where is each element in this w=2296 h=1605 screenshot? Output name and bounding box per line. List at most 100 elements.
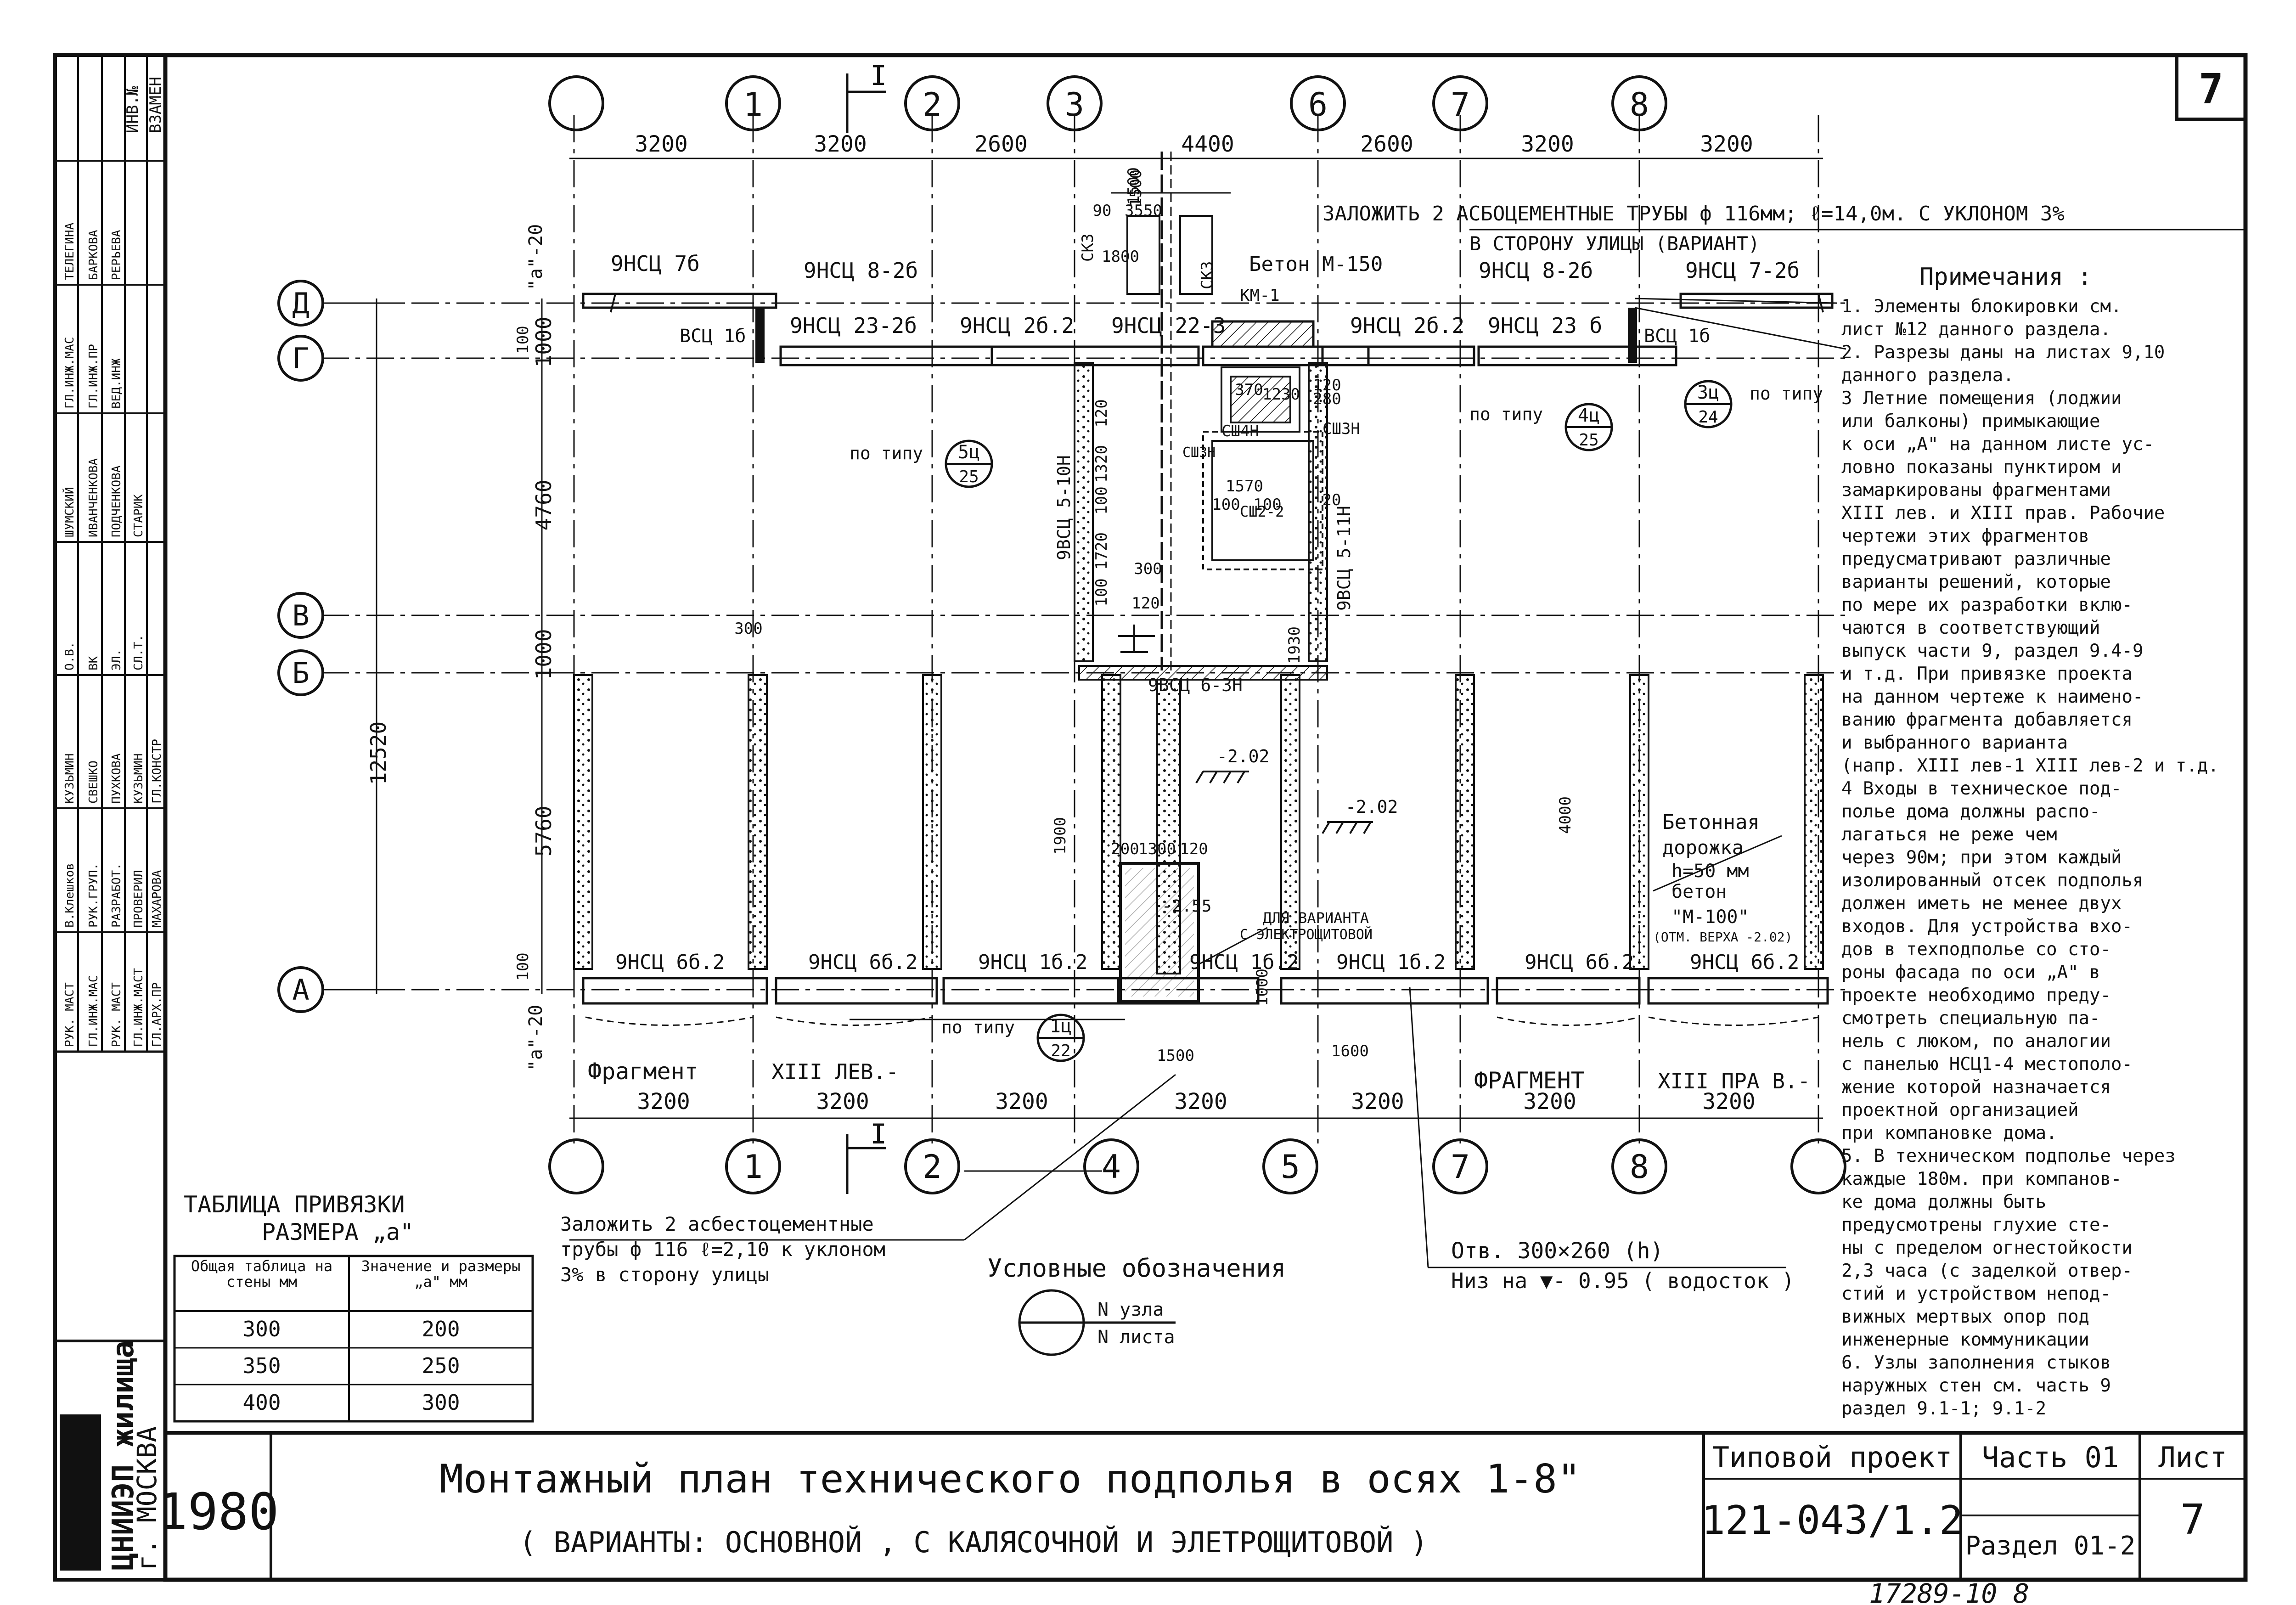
dimension-misc: 1930	[1285, 626, 1304, 664]
stamp-entry: СВЕШКО	[87, 760, 101, 804]
dimension-a20-top: "a"-20	[525, 224, 546, 291]
note-line: ванию фрагмента добавляется	[1841, 710, 2133, 730]
note-line: ны с пределом огнестойкости	[1841, 1238, 2133, 1258]
dimension-misc: 300	[1134, 560, 1162, 578]
dimension-misc: 120	[1131, 594, 1159, 613]
offset-table: ТАБЛИЦА ПРИВЯЗКИ РАЗМЕРА „а" Общая табли…	[173, 1191, 534, 1423]
concrete-note: Бетон М-150	[1249, 253, 1383, 276]
axis-label-bottom: 5	[1281, 1148, 1300, 1186]
variant-note: ДЛЯ ВАРИАНТА	[1263, 909, 1369, 927]
dimension-misc: 1000	[1253, 969, 1272, 1006]
note-line: 2,3 часа (с заделкой отвер-	[1841, 1261, 2133, 1281]
panel-label-small: СКЗ	[1079, 234, 1097, 262]
note-line: лагаться не реже чем	[1841, 824, 2057, 845]
panel-label-bottom: 9НСЦ 6б.2	[615, 951, 725, 974]
section-label: Раздел 01-2	[1965, 1531, 2136, 1561]
axis-bubble-top	[1290, 75, 1346, 131]
notes-title: Примечания :	[1919, 263, 2092, 291]
axis-bubble-left	[277, 649, 324, 696]
panel-label-top: 9НСЦ 8-2б	[1479, 258, 1593, 283]
sheet-year: 1980	[158, 1482, 279, 1541]
core-label: 9ВСЦ 6-3Н	[1148, 675, 1243, 695]
dimension-misc: 1800	[1102, 248, 1139, 266]
axis-bubble-top	[548, 75, 604, 131]
note-line: 3 Летние помещения (лоджии	[1841, 388, 2122, 409]
core-label: СШЗН	[1322, 420, 1360, 438]
pipes-note-bottom: Заложить 2 асбестоцементные	[560, 1213, 874, 1235]
dimension-top: 2600	[1360, 131, 1413, 157]
hole-note: Отв. 300×260 (h)	[1451, 1238, 1663, 1264]
stamp-entry: БАРКОВА	[87, 230, 101, 280]
project-number: 121-043/1.2	[1701, 1498, 1963, 1543]
interior-piers	[573, 362, 1824, 970]
note-line: на данном чертеже к наимено-	[1841, 687, 2143, 707]
note-line: XIII лев. и XIII прав. Рабочие	[1841, 503, 2165, 524]
axis-bubble-bottom	[1432, 1138, 1488, 1194]
note-line: предусматривают различные	[1841, 549, 2111, 569]
panel-label-small: ВСЦ 1б	[680, 326, 746, 347]
dimension-misc: 100	[514, 326, 532, 354]
axis-bubble-left	[277, 280, 324, 327]
dimension-misc: 1500	[1127, 169, 1145, 207]
table-cell-a: 200	[422, 1317, 460, 1341]
by-type-label: по типу	[1750, 383, 1823, 404]
note-line: к оси „А" на данном листе ус-	[1841, 434, 2154, 455]
fragment-right: ФРАГМЕНТ	[1474, 1067, 1585, 1094]
dimension-misc: 120	[1092, 399, 1111, 427]
sheet-value: 7	[2180, 1496, 2205, 1544]
table-cell-a: 250	[422, 1353, 460, 1378]
note-line: варианты решений, которые	[1841, 572, 2111, 592]
dimension-misc: 1900	[1051, 817, 1069, 855]
fragment-right-tag: XIII ПРА В.-	[1658, 1069, 1810, 1093]
fragment-left-tag: XIII ЛЕВ.-	[771, 1059, 899, 1084]
stamp-entry: ТЕЛЕГИНА	[63, 222, 77, 280]
note-line: и выбранного варианта	[1841, 732, 2068, 753]
node-sheet: 25	[1579, 431, 1598, 450]
path-note: (ОТМ. ВЕРХА -2.02)	[1653, 929, 1792, 945]
stamp-entry: КУЗЬМИН	[63, 753, 77, 804]
note-line: проектной организацией	[1841, 1100, 2079, 1121]
stamp-entry: СЛ.Т.	[132, 635, 146, 670]
stamp-entry: РЕРЬЕВА	[110, 230, 124, 280]
dimension-misc: 100	[514, 952, 532, 980]
panel-label-small: СКЗ	[1198, 261, 1216, 289]
legend-bottom: N листа	[1097, 1327, 1175, 1348]
stamp-entry: ШУМСКИЙ	[62, 487, 77, 537]
stamp-entry: РУК.ГРУП.	[87, 863, 101, 928]
archive-number: 17289-10 8	[1869, 1578, 2029, 1605]
dimension-misc: 1320	[1092, 445, 1111, 483]
note-line: наружных стен см. часть 9	[1841, 1375, 2111, 1396]
pipes-note-bottom: трубы ф 116 ℓ=2,10 к уклоном	[560, 1238, 885, 1261]
dimension-bottom: 3200	[637, 1089, 690, 1115]
note-line: 2. Разрезы даны на листах 9,10	[1841, 342, 2165, 363]
stamp-entry: ВК	[87, 656, 101, 670]
core-label: СШЗН	[1182, 445, 1216, 461]
pipes-note-top: ЗАЛОЖИТЬ 2 АСБОЦЕМЕНТНЫЕ ТРУБЫ ф 116мм; …	[1322, 202, 2065, 225]
note-line: должен иметь не менее двух	[1841, 893, 2122, 914]
note-line: входов. Для устройства вхо-	[1841, 916, 2133, 937]
table-cell-wall: 400	[242, 1390, 281, 1415]
note-line: по мере их разработки вклю-	[1841, 595, 2133, 615]
dimension-misc: 90	[1093, 202, 1112, 220]
by-type-label: по типу	[850, 443, 923, 463]
note-line: дов в техподполье со сто-	[1841, 939, 2111, 960]
path-note: h=50 мм	[1671, 861, 1749, 882]
dimension-misc: 1720	[1092, 532, 1111, 570]
pipes-note-top-2: В СТОРОНУ УЛИЦЫ (ВАРИАНТ)	[1469, 232, 1760, 255]
note-line: чаются в соответствующий	[1841, 618, 2100, 638]
axis-bubble-left	[277, 592, 324, 639]
stamp-entry: ПУХКОВА	[110, 753, 124, 804]
legend: Условные обозначения N узла N листа	[987, 1254, 1286, 1356]
stamp-entry: ВЕД.ИНЖ	[110, 358, 124, 409]
note-line: чертежи этих фрагментов	[1841, 526, 2089, 546]
panel-label-bottom: 9НСЦ 6б.2	[1525, 951, 1634, 974]
dimension-bottom: 3200	[1702, 1089, 1756, 1115]
panel-label-top: 9НСЦ 8-2б	[804, 258, 918, 283]
note-line: каждые 180м. при компанов-	[1841, 1169, 2122, 1189]
table-subtitle: РАЗМЕРА „а"	[262, 1219, 414, 1245]
axis-bubble-left	[277, 966, 324, 1013]
node-sheet: 22	[1051, 1042, 1070, 1060]
pipes-note-bottom: 3% в сторону улицы	[560, 1263, 769, 1286]
panel-label-bottom: 9НСЦ 6б.2	[1690, 951, 1799, 974]
